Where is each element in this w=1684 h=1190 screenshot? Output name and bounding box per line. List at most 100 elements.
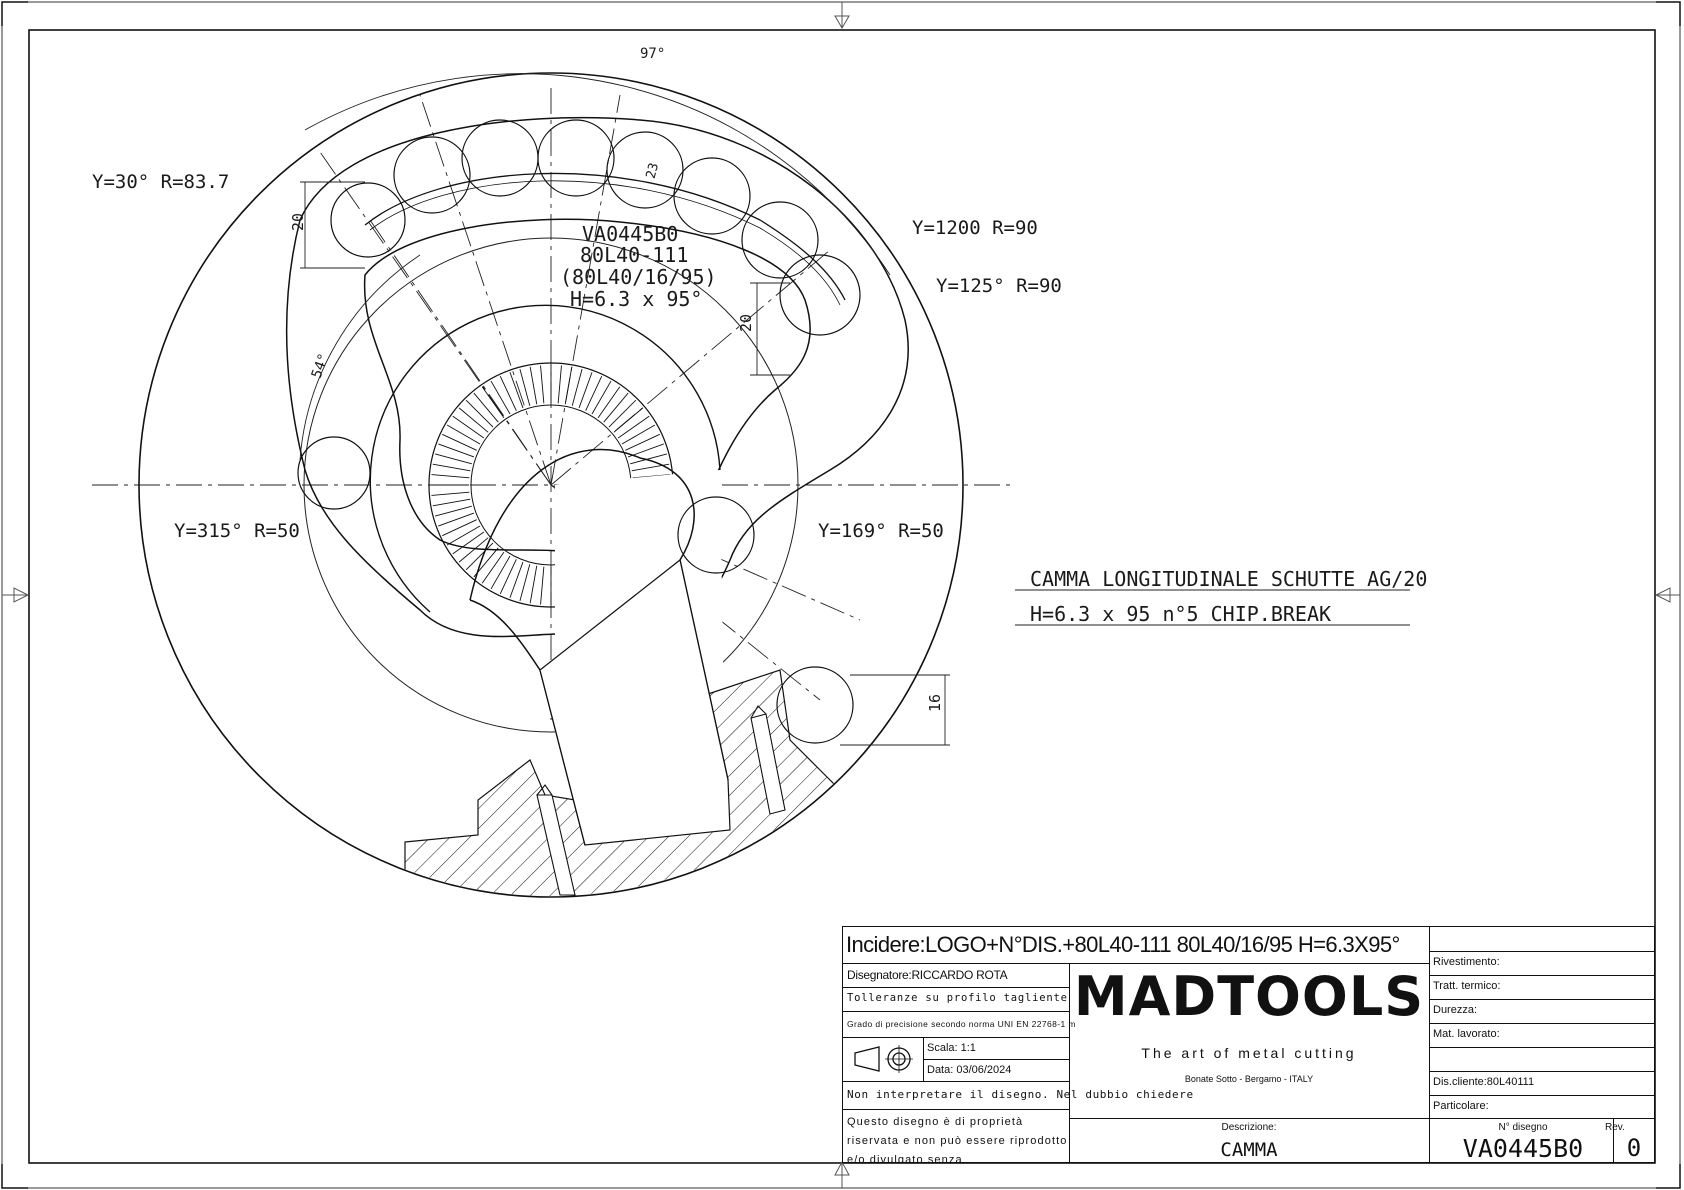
center-lines [92,88,1010,720]
tb-line [1429,999,1654,1000]
gear-tooth [481,386,505,419]
cam-outer-disk [138,72,964,898]
gear-tooth [625,433,660,451]
gear-tooth [434,505,472,517]
revision-number: 0 [1626,1134,1642,1162]
part-field: Particolare: [1433,1100,1489,1112]
designer: Disegnatore:RICCARDO ROTA [847,968,1008,982]
gear-tooth [597,386,621,419]
dim-angle-top: 97° [640,46,665,62]
gear-tooth [617,415,650,439]
annotation-y30: Y=30° R=83.7 [92,171,229,193]
gear-tooth [452,415,485,439]
tb-line [1429,951,1654,952]
screws [536,705,786,896]
gear-tooth [458,407,489,433]
tb-line [923,1059,1069,1060]
part-label-line-3: (80L40/16/95) [560,265,717,289]
dim-20-left: 20 [289,213,307,231]
company-tagline: The art of metal cutting [1141,1045,1357,1061]
gear-tooth [499,559,517,594]
annotation-y315: Y=315° R=50 [174,520,300,542]
notice-interpret: Non interpretare il disegno. Nel dubbio … [847,1088,1194,1101]
gear-tooth [438,443,475,458]
tb-line [843,1011,1069,1012]
tb-line [843,963,1429,964]
track-arcs [364,172,846,306]
dim-23: 23 [644,161,663,180]
gear-tooth [509,561,524,598]
gear-tooth [446,424,481,445]
roller-circle [393,136,471,214]
gear-tooth [529,366,538,405]
cam-reference-circle [303,237,799,733]
coating-field: Rivestimento: [1433,956,1500,968]
gear-tooth [608,399,637,428]
gear-tooth [465,542,494,571]
annotation-y169: Y=169° R=50 [818,520,944,542]
gear-tooth [585,376,603,411]
gear-tooth [490,380,511,415]
tb-line [1429,1023,1654,1024]
gear-tooth [465,399,494,428]
gear-tooth [432,463,471,472]
roller-circle [606,131,684,209]
part-label-line-2: 80L40-111 [580,243,688,267]
company-location: Bonate Sotto - Bergamo - ITALY [1184,1074,1314,1084]
hardness-field: Durezza: [1433,1004,1478,1016]
description-label: Descrizione: [1221,1122,1277,1133]
gear-tooth [446,525,481,546]
hub-outer-arc [369,304,721,613]
gear-tooth [578,372,593,409]
roller-circle [461,119,539,197]
gear-tooth [432,498,471,507]
gear-tooth [613,407,644,433]
dimension-lines [299,73,950,746]
annotation-y125: Y=125° R=90 [936,275,1062,297]
lever-arm [469,448,729,846]
gear-tooth [442,433,477,451]
gear-tooth [438,512,475,527]
gear-tooth [509,372,524,409]
gear-tooth [458,537,489,563]
roller-circle [330,182,406,258]
gear-tooth [499,376,517,411]
description-value: CAMMA [1220,1139,1278,1161]
gear-tooth [473,392,499,423]
gear-tooth [603,392,629,423]
gear-tooth [490,555,511,590]
material-field: Mat. lavorato: [1433,1028,1500,1040]
projection-symbol-icon [854,1045,913,1073]
dim-16: 16 [926,694,944,712]
gear-tooth [627,443,664,458]
spec-line-1: CAMMA LONGITUDINALE SCHUTTE AG/20 [1030,567,1427,591]
roller-circle [673,157,751,235]
dim-20-right: 20 [737,314,755,332]
gear-tooth [540,365,545,404]
tb-line [843,1081,1069,1082]
gear-tooth [452,531,485,555]
gear-tooth [442,519,477,537]
tb-line [843,987,1069,988]
gear-tooth [591,380,612,415]
gear-tooth [519,564,531,602]
engrave-instruction: Incidere:LOGO+N°DIS.+80L40-111 80L40/16/… [846,932,1400,957]
roller-circle [779,254,861,336]
tb-line [1429,975,1654,976]
gear-tooth [481,551,505,584]
roller-circle [677,496,755,574]
gear-tooth [431,474,470,479]
gear-tooth [519,368,531,406]
company-logo: MADTOOLS [1073,969,1425,1025]
precision-grade: Grado di precisione secondo norma UNI EN… [847,1019,1076,1029]
tb-divider-rev [1613,1118,1614,1162]
tb-divider-left [1069,963,1070,1162]
tolerance: Tolleranze su profilo tagliente ±0.05 [847,992,1067,1004]
tb-line [843,1037,1069,1038]
gear-tooth [571,368,583,406]
tb-line [1429,1047,1654,1048]
